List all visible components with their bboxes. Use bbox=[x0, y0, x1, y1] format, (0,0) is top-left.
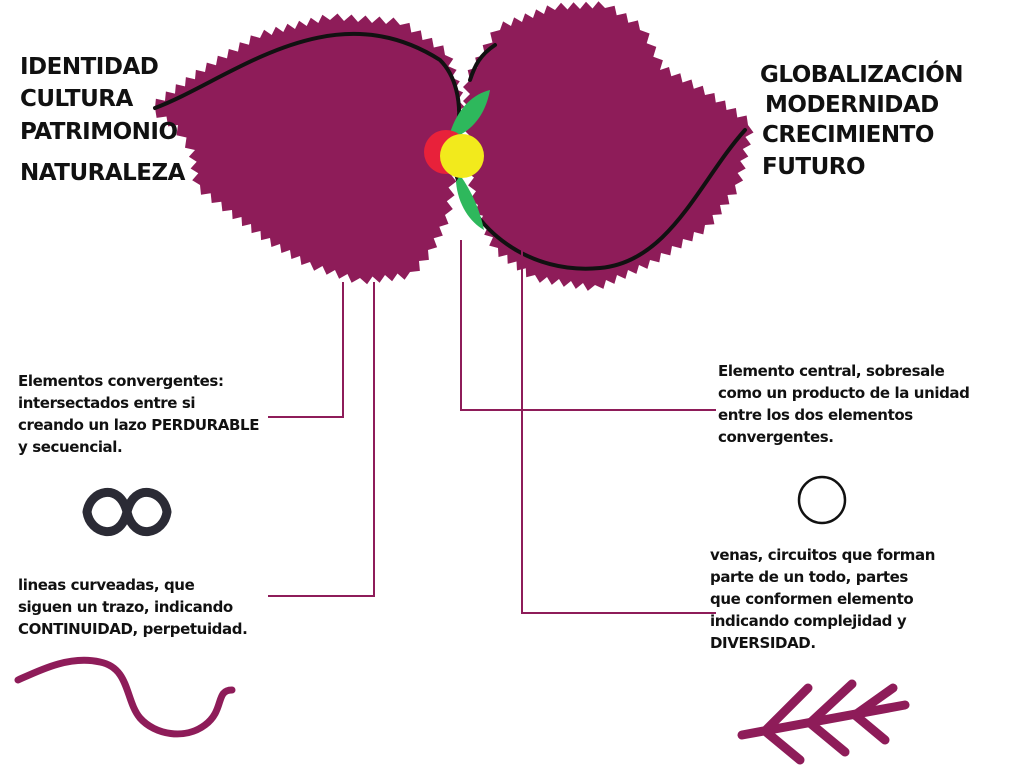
convergent-line-4: y secuencial. bbox=[18, 438, 123, 456]
curved-line-3: CONTINUIDAD, perpetuidad. bbox=[18, 620, 248, 638]
connector-veins bbox=[521, 250, 716, 614]
convergent-description: Elementos convergentes: intersectados en… bbox=[18, 370, 259, 458]
convergent-line-3: creando un lazo PERDURABLE bbox=[18, 416, 260, 434]
right-word-crecimiento: CRECIMIENTO bbox=[762, 122, 934, 148]
central-line-3: entre los dos elementos bbox=[718, 406, 913, 424]
connector-central bbox=[460, 240, 716, 411]
veins-line-3: que conformen elemento bbox=[710, 590, 914, 608]
lower-sprout bbox=[456, 175, 484, 230]
right-word-globalizacion: GLOBALIZACIÓN bbox=[760, 62, 964, 88]
left-word-naturaleza: NATURALEZA bbox=[20, 160, 185, 186]
infinity-icon bbox=[82, 488, 172, 536]
upper-sprout bbox=[448, 90, 490, 140]
right-word-modernidad: MODERNIDAD bbox=[765, 92, 939, 118]
wavy-line-icon bbox=[14, 656, 236, 738]
connector-convergent bbox=[268, 282, 344, 418]
left-word-identidad: IDENTIDAD bbox=[20, 54, 159, 80]
curved-line-2: siguen un trazo, indicando bbox=[18, 598, 233, 616]
center-yellow-disc bbox=[440, 134, 484, 178]
right-leaf bbox=[463, 1, 754, 291]
central-line-1: Elemento central, sobresale bbox=[718, 362, 945, 380]
right-word-futuro: FUTURO bbox=[762, 154, 866, 180]
veins-description: venas, circuitos que forman parte de un … bbox=[710, 544, 935, 654]
central-line-2: como un producto de la unidad bbox=[718, 384, 970, 402]
circle-outline-icon bbox=[797, 475, 847, 525]
left-word-patrimonio: PATRIMONIO bbox=[20, 119, 178, 145]
branching-veins-icon bbox=[737, 679, 910, 765]
veins-line-1: venas, circuitos que forman bbox=[710, 546, 936, 564]
veins-line-4: indicando complejidad y bbox=[710, 612, 907, 630]
central-element-description: Elemento central, sobresale como un prod… bbox=[718, 360, 970, 448]
central-line-4: convergentes. bbox=[718, 428, 834, 446]
curved-line-1: lineas curveadas, que bbox=[18, 576, 195, 594]
veins-line-5: DIVERSIDAD. bbox=[710, 634, 816, 652]
left-word-cultura: CULTURA bbox=[20, 86, 133, 112]
left-leaf-vein bbox=[153, 31, 462, 132]
convergent-line-1: Elementos convergentes: bbox=[18, 372, 224, 390]
convergent-line-2: intersectados entre si bbox=[18, 394, 196, 412]
curved-lines-description: lineas curveadas, que siguen un trazo, i… bbox=[18, 574, 248, 640]
left-leaf bbox=[155, 13, 465, 285]
connector-curved bbox=[268, 282, 375, 597]
veins-line-2: parte de un todo, partes bbox=[710, 568, 908, 586]
